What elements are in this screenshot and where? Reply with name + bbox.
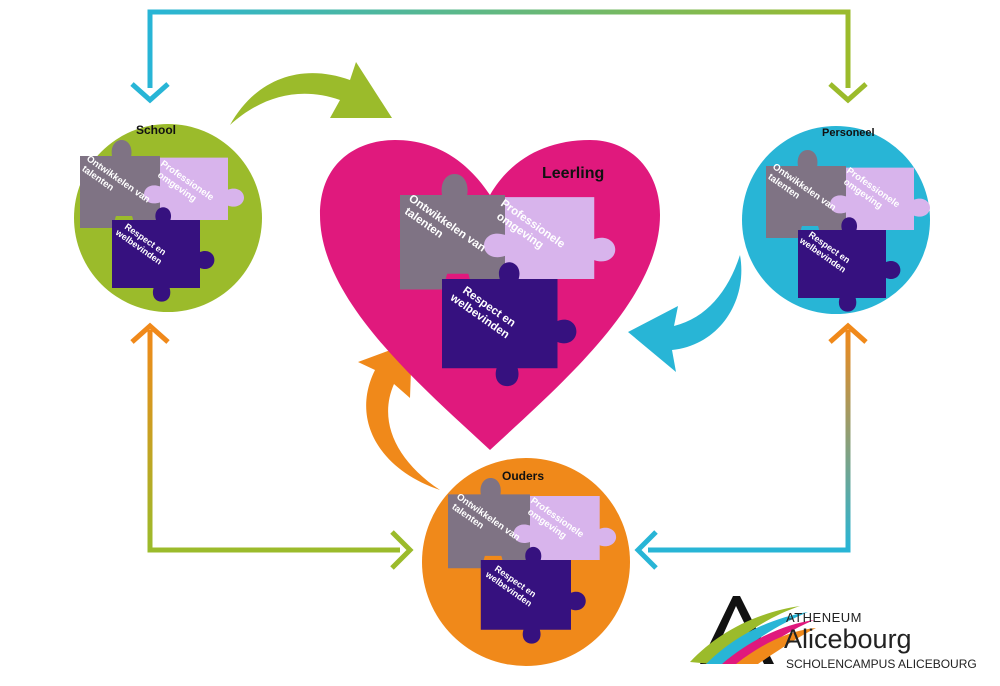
logo-line1: ATHENEUM (786, 610, 862, 625)
connector-frame (130, 9, 868, 570)
logo-swoosh-blue (706, 612, 808, 664)
logo-swoosh-orange (736, 628, 816, 664)
arrowhead-left-ouders (634, 530, 658, 570)
arrowhead-right-ouders (390, 530, 414, 570)
logo-swoosh-pink (722, 620, 814, 664)
arrowhead-up-school (130, 322, 170, 344)
ouders-title: Ouders (502, 469, 544, 483)
arrowhead-up-personeel (828, 322, 868, 344)
leerling-title: Leerling (542, 165, 604, 182)
school-title: School (136, 123, 176, 137)
curved-arrow-personeel-to-leerling (628, 255, 742, 372)
curved-arrow-school-to-leerling (230, 62, 392, 125)
arrowhead-down-personeel (828, 82, 868, 104)
logo-line2: Alicebourg (784, 624, 912, 654)
curved-arrow-ouders-to-leerling (358, 342, 440, 490)
logo-swoosh-green (690, 606, 800, 664)
personeel-title: Personeel (822, 127, 875, 139)
logo-line3: SCHOLENCAMPUS ALICEBOURG (786, 657, 977, 671)
atheneum-logo: ATHENEUM Alicebourg SCHOLENCAMPUS ALICEB… (690, 596, 977, 671)
arrowhead-down-school (130, 82, 170, 104)
